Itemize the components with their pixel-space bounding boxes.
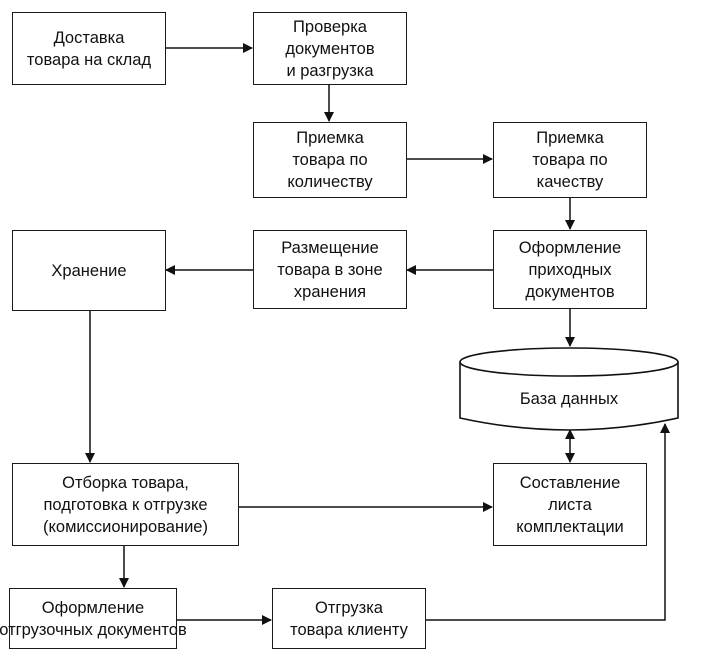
node-text: товара в зоне: [277, 260, 383, 279]
node-delivery: Доставка товара на склад: [12, 12, 166, 85]
node-picking: Отборка товара, подготовка к отгрузке (к…: [12, 463, 239, 546]
node-shipping-docs: Оформление отгрузочных документов: [0, 588, 187, 649]
node-text: Размещение: [281, 238, 379, 257]
node-text: отгрузочных документов: [0, 620, 187, 639]
database-cylinder: [459, 347, 679, 431]
node-text: комплектации: [516, 517, 624, 536]
node-text: подготовка к отгрузке: [43, 495, 208, 514]
node-text: документов: [285, 39, 375, 58]
node-storage: Хранение: [12, 230, 166, 311]
node-text: Хранение: [51, 261, 127, 280]
node-text: товара клиенту: [290, 620, 408, 639]
node-text: Приемка: [536, 129, 604, 147]
node-text: товара по: [532, 151, 608, 169]
node-qty-accept: Приемка товара по количеству: [253, 122, 407, 198]
node-text: Составление: [519, 473, 621, 492]
node-doc-check: Проверка документов и разгрузка: [253, 12, 407, 85]
node-quality-accept: Приемка товара по качеству: [493, 122, 647, 198]
node-picking-list: Составление листа комплектации: [493, 463, 647, 546]
edge-shipment-to-database: [425, 423, 670, 621]
node-text: хранения: [293, 282, 367, 301]
node-text: документов: [525, 282, 615, 301]
node-text: Доставка: [53, 28, 125, 47]
node-text: Оформление: [41, 598, 145, 617]
database-label: База данных: [519, 390, 619, 408]
node-text: количеству: [287, 173, 373, 191]
node-text: Приемка: [296, 129, 364, 147]
node-text: товара по: [292, 151, 368, 169]
node-text: приходных: [528, 260, 612, 279]
node-text: Отгрузка: [315, 598, 383, 617]
node-text: товара на склад: [26, 50, 152, 69]
node-text: Отборка товара,: [62, 473, 189, 492]
node-text: Проверка: [293, 17, 367, 36]
node-text: Оформление: [518, 238, 622, 257]
node-text: и разгрузка: [286, 61, 374, 80]
node-text: (комиссионирование): [43, 517, 208, 536]
node-placement: Размещение товара в зоне хранения: [253, 230, 407, 309]
node-shipment: Отгрузка товара клиенту: [272, 588, 426, 649]
node-text: листа: [548, 495, 592, 514]
node-incoming-docs: Оформление приходных документов: [493, 230, 647, 309]
node-text: качеству: [536, 173, 604, 191]
